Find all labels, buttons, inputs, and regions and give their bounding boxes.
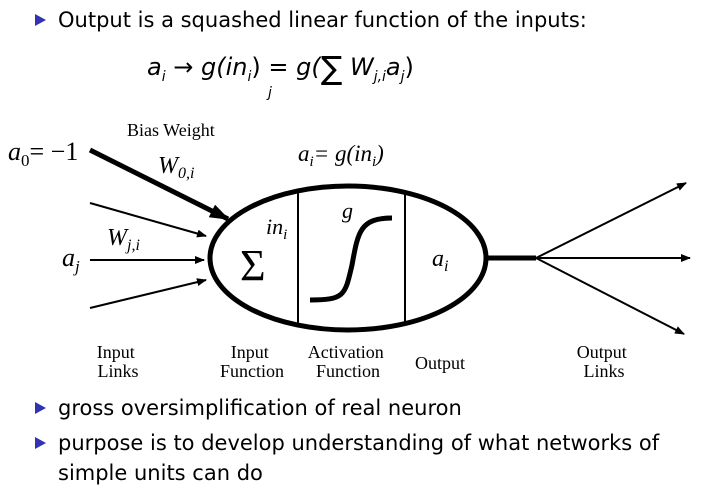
bullet-triangle-icon	[35, 14, 46, 26]
input-arrow-3	[89, 278, 207, 309]
formula-arrow: →	[173, 53, 194, 81]
bullet-point-2-line-2: simple units can do	[58, 461, 263, 485]
label-activation-function: Activation Function	[308, 342, 388, 381]
formula-a: a	[385, 53, 401, 81]
formula-lhs-sub: i	[161, 68, 166, 85]
formula-sigma-sub: j	[268, 85, 272, 101]
in-label: ini	[266, 214, 287, 243]
bullet-intro: Output is a squashed linear function of …	[35, 5, 587, 35]
formula-g-open: g(	[296, 53, 321, 81]
formula-g-in-sub: i	[247, 68, 252, 85]
formula-sigma: ∑	[320, 49, 343, 87]
output-arrow-1	[535, 182, 687, 259]
bullet-point-2-line-1: purpose is to develop understanding of w…	[58, 431, 660, 455]
formula-w: W	[349, 53, 374, 81]
g-label: g	[342, 198, 353, 223]
label-output: Output	[415, 353, 465, 373]
output-symbol: ai	[432, 246, 448, 275]
formula-lhs: a	[147, 53, 162, 81]
bias-arrow	[88, 147, 230, 222]
formula-equals: =	[268, 53, 289, 81]
bullet-triangle-icon	[35, 437, 46, 449]
formula-w-sub: j,i	[373, 68, 386, 85]
output-arrow-3	[535, 257, 685, 335]
formula-paren: )	[251, 53, 261, 81]
bullet-point-1-text: gross oversimplification of real neuron	[58, 396, 462, 420]
formula-g-in: g(in	[201, 53, 248, 81]
bias-weight-symbol: W0,i	[158, 153, 194, 182]
formula: ai → g(ini) = g(∑ Wj,iaj) j	[147, 45, 414, 101]
bias-input-label: a0= −1	[8, 137, 78, 170]
bullet-triangle-icon	[35, 402, 46, 414]
label-output-links: Output Links	[577, 342, 632, 381]
bias-weight-label: Bias Weight	[127, 120, 215, 140]
input-weight-label: Wj,i	[107, 225, 140, 254]
label-input-function: Input Function	[220, 342, 284, 381]
input-arrow-1	[89, 202, 207, 238]
bullet-intro-text: Output is a squashed linear function of …	[58, 8, 587, 32]
bullet-point-1: gross oversimplification of real neuron	[35, 393, 462, 423]
input-label: aj	[62, 243, 80, 276]
formula-close: )	[404, 53, 414, 81]
formula-a-sub: j	[400, 68, 405, 85]
activation-equation: ai= g(ini)	[298, 141, 384, 170]
label-input-links: Input Links	[97, 342, 140, 381]
bullet-point-2: purpose is to develop understanding of w…	[35, 428, 659, 488]
sum-symbol: Σ	[240, 241, 266, 290]
sigmoid-curve-icon	[309, 215, 393, 303]
